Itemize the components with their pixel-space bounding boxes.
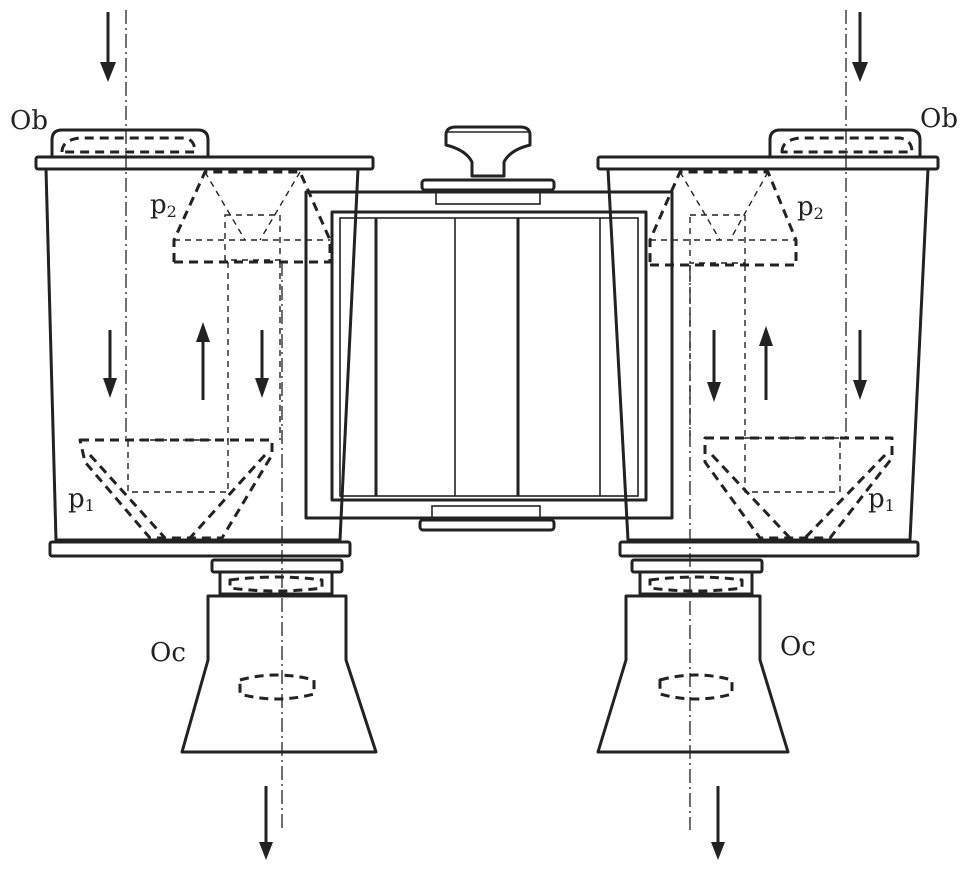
- bridge-outer: [304, 190, 674, 520]
- label-objective-right: Ob: [920, 104, 958, 134]
- left-prism-p2-core: [224, 214, 281, 261]
- arrow-down-left-top: [100, 12, 116, 82]
- focus-wheel-bottom: [418, 518, 556, 532]
- arrow-down-right-bottom: [711, 786, 725, 860]
- right-ocular-lens: [658, 673, 734, 701]
- right-prism-p2-inner: [650, 171, 796, 241]
- center-bridge: [304, 125, 674, 532]
- right-ocular-barrel: [596, 594, 790, 754]
- right-tube: [596, 128, 940, 754]
- left-ocular-collar: [210, 558, 344, 574]
- right-ocular-ring: [638, 570, 754, 596]
- left-prism-p1-inner: [88, 453, 267, 540]
- label-objective-left: Ob: [10, 106, 48, 136]
- right-prism-p1-inner: [710, 453, 887, 540]
- left-ocular-ring: [218, 570, 334, 596]
- label-prism-p2-left: p2: [150, 190, 177, 221]
- focus-wheel-top: [420, 178, 556, 192]
- arrow-down-right-mid-2: [853, 330, 867, 400]
- left-objective-lens: [60, 136, 197, 154]
- arrow-down-left-mid-2: [255, 330, 269, 398]
- focus-knob: [444, 125, 532, 178]
- right-objective-lens: [780, 136, 914, 154]
- right-prism-p1: [703, 436, 894, 540]
- right-prism-p2-core: [689, 214, 746, 264]
- left-prism-p2-inner: [174, 171, 330, 241]
- left-objective-cap: [50, 128, 210, 157]
- optical-axes: [125, 10, 847, 830]
- right-ocular-collar: [630, 558, 764, 574]
- arrows: [100, 12, 868, 860]
- right-ocular-lens-top: [648, 575, 744, 593]
- right-prism-p1-core: [744, 437, 841, 493]
- right-bottom-plate: [618, 540, 920, 558]
- label-ocular-left: Oc: [150, 638, 186, 668]
- arrow-up-right-mid: [759, 326, 773, 400]
- arrow-down-left-mid-1: [103, 330, 117, 398]
- left-bottom-plate: [48, 540, 352, 558]
- focus-axle-top: [435, 191, 541, 205]
- left-tube: [34, 128, 378, 754]
- left-prism-p1: [78, 438, 274, 540]
- left-ocular-lens: [238, 673, 316, 701]
- left-ocular-barrel: [180, 594, 378, 754]
- label-prism-p1-right: p1: [868, 484, 895, 515]
- bridge-window: [339, 217, 639, 497]
- arrow-down-left-bottom: [259, 786, 273, 860]
- label-prism-p1-left: p1: [68, 484, 95, 515]
- bridge-inner: [330, 210, 648, 502]
- arrow-up-left-mid: [196, 322, 210, 400]
- right-objective-cap: [768, 128, 922, 157]
- arrow-down-right-top: [852, 12, 868, 82]
- left-ocular-lens-top: [228, 575, 324, 593]
- right-top-plate: [596, 155, 940, 171]
- arrow-down-right-mid-1: [707, 330, 721, 402]
- left-top-plate: [34, 155, 375, 171]
- right-body: [606, 168, 930, 542]
- left-body: [44, 168, 360, 542]
- label-ocular-right: Oc: [780, 632, 816, 662]
- label-prism-p2-right: p2: [797, 192, 824, 223]
- left-prism-p1-core: [127, 439, 229, 493]
